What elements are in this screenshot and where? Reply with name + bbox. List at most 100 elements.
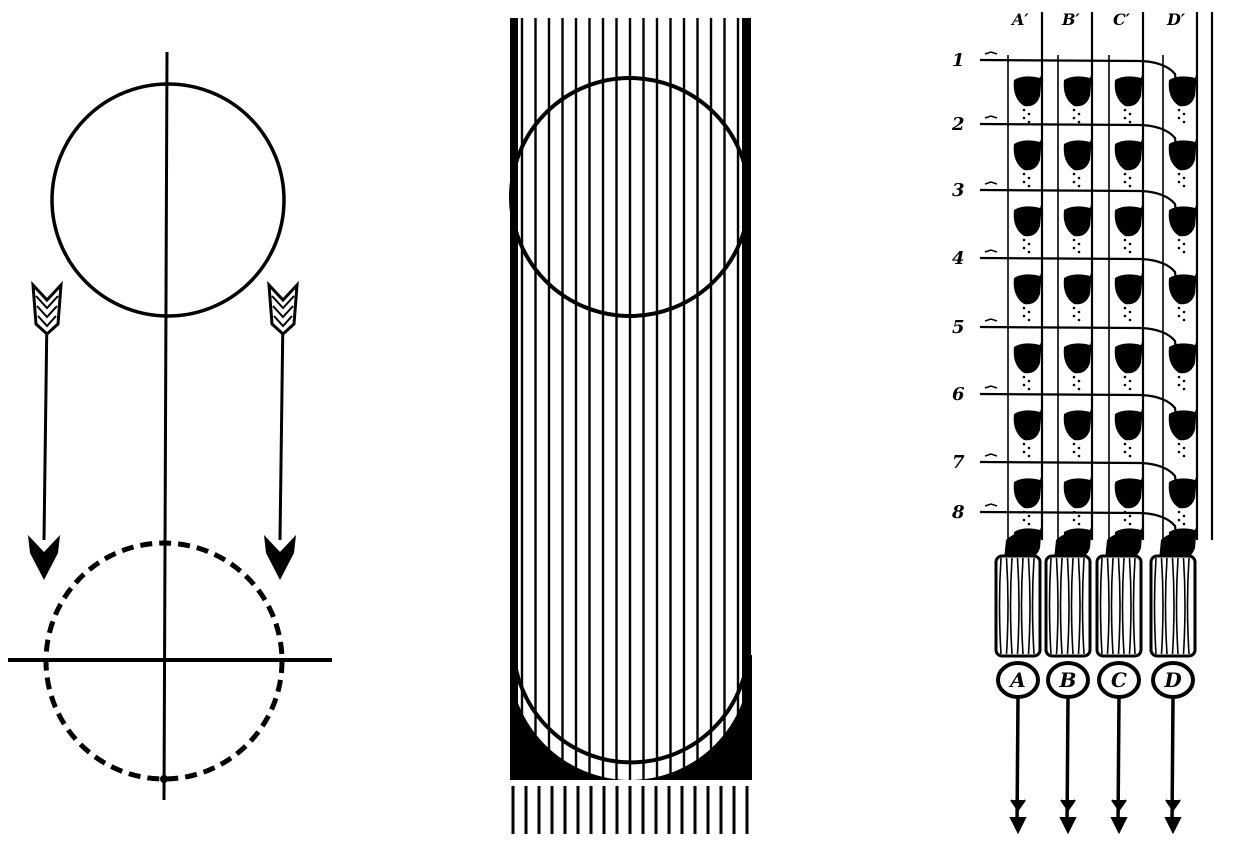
axon-dot: [1027, 318, 1031, 322]
axon-dot: [1177, 510, 1181, 514]
bundle-fibre: [1070, 557, 1074, 655]
bundle-fibre: [1110, 557, 1114, 655]
axon-dot: [1177, 442, 1181, 446]
axon-dot: [1077, 454, 1081, 458]
left-down-arrow-icon: [28, 280, 63, 580]
axon-dot: [1077, 176, 1081, 180]
bundle-fibre: [1077, 557, 1081, 655]
axon-dot: [1177, 238, 1181, 242]
right-down-arrow-icon: [264, 280, 299, 580]
axon-dot: [1182, 446, 1186, 450]
axon-dot: [1182, 250, 1186, 254]
axon-dot: [1027, 522, 1031, 526]
axon-dot: [1072, 116, 1076, 120]
axon-dot: [1128, 250, 1132, 254]
panel-a-projection-diagram: [8, 51, 332, 801]
cylinder-left-wall: [510, 18, 518, 780]
pyramidal-cell: [1063, 136, 1092, 171]
pyramidal-cell: [1114, 339, 1143, 374]
axon-dot: [1177, 375, 1181, 379]
bundle-fibre: [1106, 557, 1110, 655]
bundle-fibre: [1066, 557, 1070, 655]
bundle-fibre: [1031, 557, 1035, 655]
pyramidal-cell: [1013, 202, 1042, 237]
pyramidal-cell: [1013, 136, 1042, 171]
axon-dot: [1123, 442, 1127, 446]
fibre-stubs-below: [511, 786, 749, 834]
axon-dot: [1177, 383, 1181, 387]
fibre-lines: [520, 18, 740, 780]
bundle-fibre: [1027, 557, 1031, 655]
lattice-fibres: [979, 12, 1214, 540]
pyramidal-cell: [1114, 72, 1143, 107]
axon-dot: [1123, 172, 1127, 176]
row-fibre-tip: [984, 249, 998, 253]
row-fibre: [979, 256, 1178, 281]
axon-dot: [1177, 246, 1181, 250]
bundle-fibre: [1055, 557, 1059, 655]
axon-dot: [1072, 375, 1076, 379]
pyramidal-cell: [1063, 202, 1092, 237]
axon-dot: [1177, 116, 1181, 120]
pyramidal-cell: [1114, 136, 1143, 171]
pyramidal-cell: [1114, 270, 1143, 305]
axon-dot: [1072, 172, 1076, 176]
axon-dot: [1022, 442, 1026, 446]
axon-dot: [1072, 246, 1076, 250]
axon-dot: [1177, 306, 1181, 310]
axon-dot: [1182, 310, 1186, 314]
row-fibre-tip: [984, 318, 998, 322]
axon-dot: [1123, 314, 1127, 318]
axon-dot: [1027, 120, 1031, 124]
axon-dot: [1027, 454, 1031, 458]
pyramidal-cell: [1013, 474, 1042, 509]
pyramidal-cell: [1114, 474, 1143, 509]
pyramidal-cell: [1013, 72, 1042, 107]
bundle-fibre: [1128, 557, 1132, 655]
axon-dot: [1128, 112, 1132, 116]
axon-dot: [1027, 514, 1031, 518]
pyramidal-cell: [1063, 474, 1092, 509]
axon-dot: [1022, 108, 1026, 112]
bundle-fibre: [1117, 557, 1121, 655]
row-label: 2: [951, 114, 965, 135]
axon-dot: [1027, 446, 1031, 450]
axon-dot: [1128, 184, 1132, 188]
axon-dot: [1128, 120, 1132, 124]
pyramidal-cell: [1063, 72, 1092, 107]
axon-dot: [1022, 306, 1026, 310]
cylinder-upper-circle: [509, 76, 751, 318]
pyramidal-cell: [1168, 202, 1197, 237]
axon-dot: [1027, 242, 1031, 246]
row-fibre: [979, 392, 1178, 417]
axon-dot: [1182, 514, 1186, 518]
bottom-point: [160, 775, 168, 783]
axon-dot: [1027, 250, 1031, 254]
axon-dot: [1123, 246, 1127, 250]
axon-dot: [1177, 180, 1181, 184]
axon-dot: [1027, 310, 1031, 314]
pyramidal-cell: [1114, 202, 1143, 237]
row-label: 5: [952, 317, 965, 338]
bundle-fibre: [1005, 557, 1009, 655]
axon-dot: [1182, 318, 1186, 322]
axon-dot: [1027, 387, 1031, 391]
axon-dot: [1072, 510, 1076, 514]
axon-dot: [1027, 112, 1031, 116]
axon-dot: [1123, 383, 1127, 387]
row-fibre-tip: [984, 503, 998, 507]
axon-dot: [1123, 116, 1127, 120]
row-label: 6: [952, 384, 965, 405]
cylinder-lower-arc: [512, 657, 750, 765]
axon-dot: [1077, 318, 1081, 322]
bundle-fibre: [1099, 557, 1103, 655]
axon-dot: [1072, 306, 1076, 310]
axon-dot: [1072, 314, 1076, 318]
bundle-fibre: [1059, 557, 1063, 655]
pyramidal-cell: [1168, 339, 1197, 374]
axon-dot: [1123, 375, 1127, 379]
pyramidal-cell: [1168, 270, 1197, 305]
row-fibre-tip: [984, 453, 998, 457]
axon-dot: [1177, 108, 1181, 112]
